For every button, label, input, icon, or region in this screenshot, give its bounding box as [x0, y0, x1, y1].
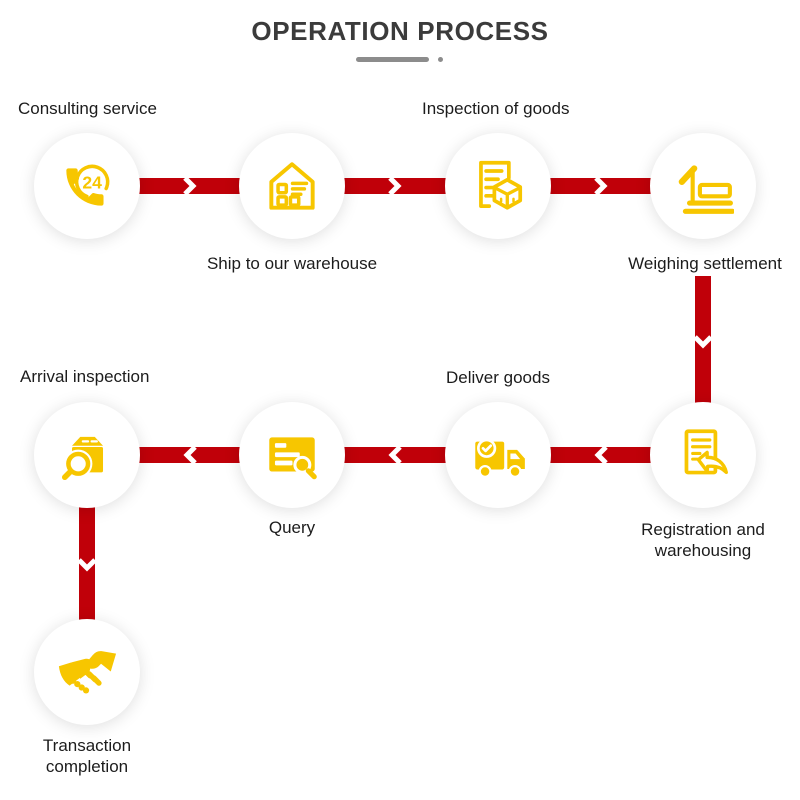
query-search-icon	[269, 437, 317, 480]
step-circle-registration-warehousing	[650, 402, 756, 508]
flow-arrow-down-2	[79, 505, 95, 623]
step-circle-deliver-goods	[445, 402, 551, 508]
weighbridge-scale-icon	[678, 165, 734, 214]
warehouse-icon	[269, 162, 315, 210]
package-inspection-icon	[61, 436, 104, 481]
step-circle-ship-to-warehouse	[239, 133, 345, 239]
handshake-icon	[58, 651, 117, 694]
step-label-registration-warehousing: Registration and warehousing	[641, 520, 765, 560]
step-label-deliver-goods: Deliver goods	[446, 368, 550, 387]
page-title: OPERATION PROCESS	[251, 16, 549, 46]
phone-24-hour-icon: 24	[66, 164, 110, 206]
step-label-arrival-inspection: Arrival inspection	[20, 367, 150, 386]
delivery-truck-icon	[475, 438, 525, 479]
step-circle-consulting-service: 24	[34, 133, 140, 239]
document-cube-icon	[479, 160, 523, 210]
step-label-consulting-service: Consulting service	[18, 99, 157, 118]
step-circle-inspection-of-goods	[445, 133, 551, 239]
step-circle-arrival-inspection	[34, 402, 140, 508]
magnifier-icon	[293, 455, 312, 474]
24-hour-badge: 24	[82, 173, 102, 193]
step-label-weighing-settlement: Weighing settlement	[628, 254, 782, 273]
registration-document-icon	[684, 429, 728, 475]
step-label-transaction-completion: Transaction completion	[42, 736, 132, 776]
title-underline-bar	[356, 57, 429, 62]
title-underline-dot	[438, 57, 443, 62]
flow-arrow-right-1	[136, 178, 244, 194]
step-circle-query	[239, 402, 345, 508]
step-label-ship-to-warehouse: Ship to our warehouse	[206, 254, 378, 273]
step-circle-weighing-settlement	[650, 133, 756, 239]
magnifier-icon	[66, 451, 91, 476]
flow-arrow-right-3	[547, 178, 655, 194]
flow-arrow-left-2	[341, 447, 449, 463]
step-label-inspection-of-goods: Inspection of goods	[422, 99, 570, 118]
step-circle-transaction-completion	[34, 619, 140, 725]
step-label-query: Query	[268, 518, 316, 537]
flow-arrow-left-1	[547, 447, 655, 463]
flow-arrow-right-2	[341, 178, 449, 194]
flow-arrow-down-1	[695, 276, 711, 406]
flow-arrow-left-3	[136, 447, 244, 463]
